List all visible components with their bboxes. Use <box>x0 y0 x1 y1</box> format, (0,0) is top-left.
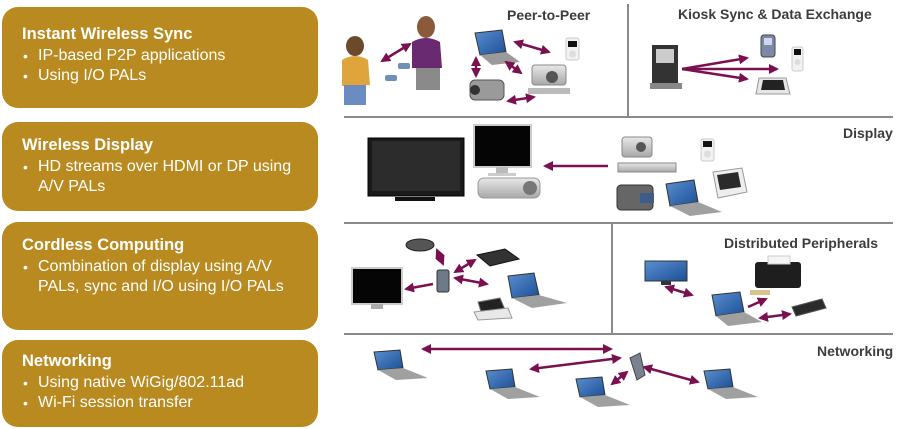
arrow <box>642 364 700 385</box>
usage-box-wireless-display: Wireless Display HD streams over HDMI or… <box>2 122 318 211</box>
usage-box-instant-wireless-sync: Instant Wireless Sync IP-based P2P appli… <box>2 7 318 108</box>
usage-title: Instant Wireless Sync <box>22 25 193 43</box>
usage-title: Networking <box>22 352 112 370</box>
arrow <box>513 39 551 55</box>
external-drive-icon <box>475 248 521 267</box>
section-label-kiosk: Kiosk Sync & Data Exchange <box>678 6 872 22</box>
dvd-player-icon <box>617 162 677 173</box>
camera-icon <box>621 136 653 158</box>
printer-icon <box>750 255 801 295</box>
usage-box-cordless-computing: Cordless Computing Combination of displa… <box>2 222 318 330</box>
laptop-icon <box>507 272 567 308</box>
tv-icon <box>367 137 465 201</box>
section-label-display: Display <box>843 125 893 141</box>
usb-dongle-icon <box>791 298 827 317</box>
wireless-dock-icon <box>436 269 450 293</box>
media-player-icon <box>565 37 580 61</box>
usage-bullet: Using I/O PALs <box>22 66 318 86</box>
usage-bullet: HD streams over HDMI or DP using A/V PAL… <box>22 157 298 197</box>
laptop-icon <box>711 291 762 326</box>
media-player-icon <box>791 46 804 72</box>
laptop-icon <box>575 376 630 407</box>
arrow <box>681 54 749 71</box>
phone-icon <box>760 34 776 58</box>
media-player-icon <box>700 138 715 162</box>
hard-drive-icon <box>405 238 435 252</box>
usage-bullet: IP-based P2P applications <box>22 46 318 66</box>
laptop-icon <box>485 368 540 399</box>
section-label-networking: Networking <box>817 343 894 359</box>
laptop-icon <box>665 179 722 216</box>
access-point-icon <box>629 352 646 381</box>
usage-bullet: Using native WiGig/802.11ad <box>22 373 318 393</box>
arrow <box>681 67 749 83</box>
arrow <box>506 93 536 105</box>
laptop-icon <box>703 368 758 399</box>
camcorder-icon <box>469 79 505 101</box>
arrow <box>453 258 477 274</box>
arrow <box>529 354 622 373</box>
divider-horizontal-2 <box>344 222 893 224</box>
usage-title: Cordless Computing <box>22 236 185 254</box>
projector-icon <box>477 177 541 199</box>
arrow <box>610 370 629 386</box>
arrow <box>758 310 792 322</box>
divider-horizontal-3 <box>344 333 893 335</box>
arrow <box>404 282 434 293</box>
monitor-icon <box>644 260 688 285</box>
person-woman-yellow-icon <box>342 36 397 105</box>
tablet-icon <box>712 167 748 199</box>
kiosk-icon <box>650 45 682 89</box>
arrow <box>380 42 412 63</box>
monitor-icon <box>473 124 532 176</box>
usage-title: Wireless Display <box>22 136 154 154</box>
divider-vertical-mid <box>611 222 613 334</box>
monitor-icon <box>351 267 403 309</box>
arrow <box>747 297 768 309</box>
usage-bullet: Wi-Fi session transfer <box>22 393 318 413</box>
usage-box-networking: Networking Using native WiGig/802.11ad W… <box>2 340 318 427</box>
dvd-player-icon <box>528 88 570 94</box>
camcorder-icon <box>616 184 654 211</box>
divider-horizontal-1 <box>344 116 893 118</box>
printer-icon <box>473 297 513 321</box>
usage-bullet: Combination of display using A/V PALs, s… <box>22 257 288 297</box>
arrow <box>435 248 445 266</box>
arrow <box>453 274 489 288</box>
section-label-peer-to-peer: Peer-to-Peer <box>507 7 591 23</box>
arrow <box>504 60 523 75</box>
laptop-icon <box>373 349 428 380</box>
divider-vertical-top <box>627 4 629 117</box>
tablet-icon <box>755 77 791 95</box>
arrow <box>664 284 694 298</box>
camera-icon <box>531 64 567 86</box>
person-woman-purple-icon <box>398 16 442 90</box>
section-label-distributed-peripherals: Distributed Peripherals <box>724 235 879 251</box>
laptop-icon <box>474 29 520 65</box>
